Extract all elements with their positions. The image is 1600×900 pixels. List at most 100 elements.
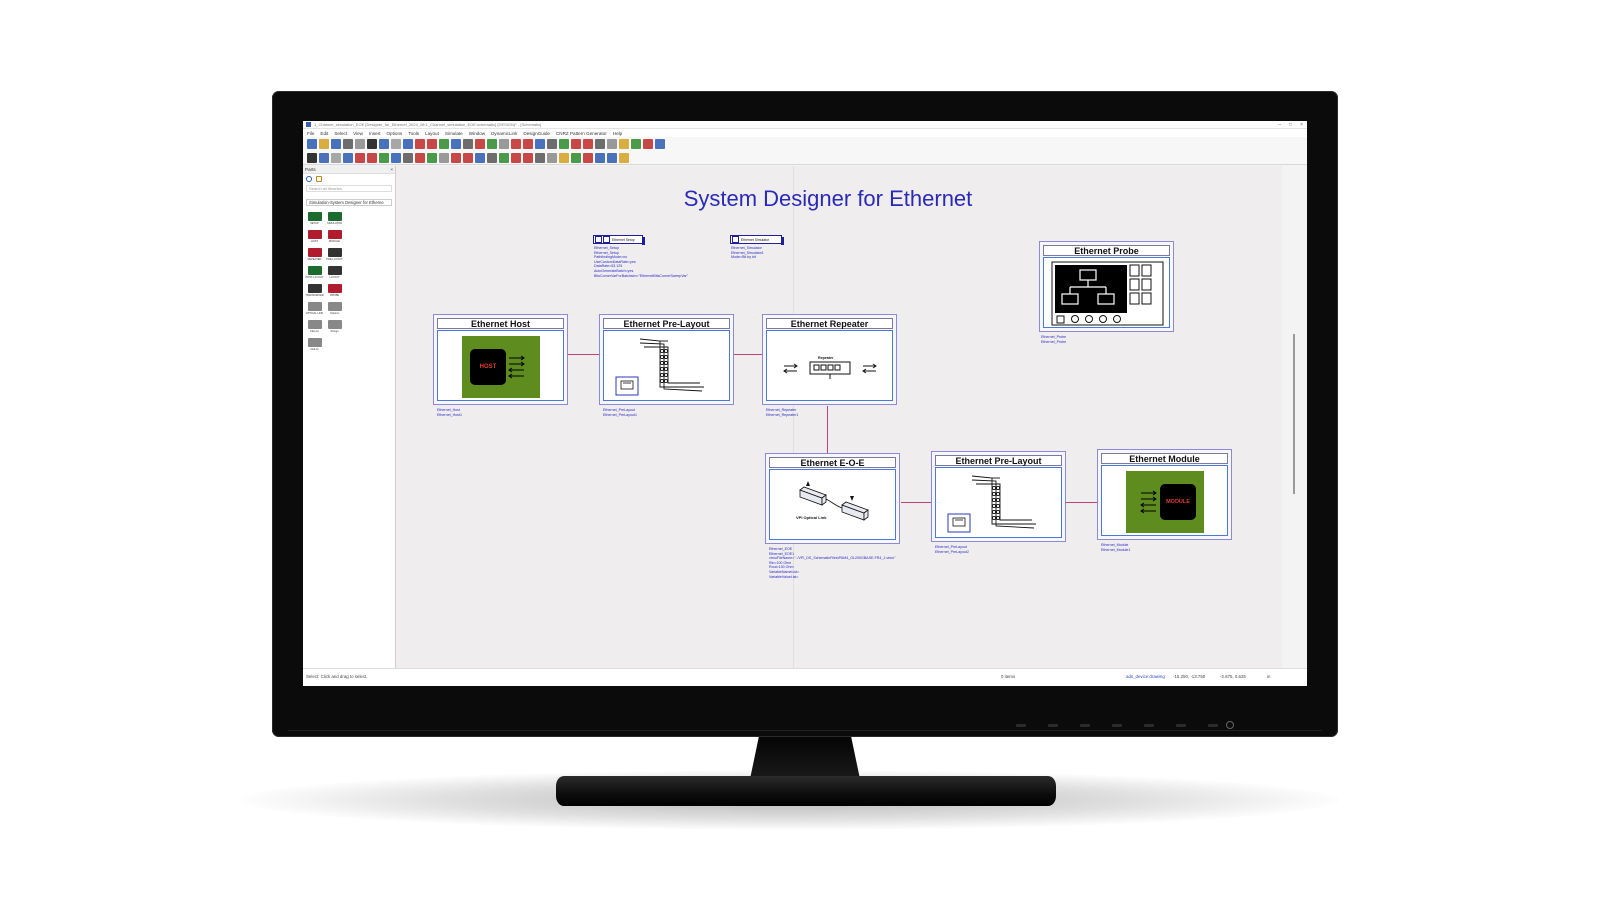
toolbar-tool-icon[interactable] <box>367 139 377 149</box>
menu-options[interactable]: Options <box>386 130 403 136</box>
toolbar-tool-icon[interactable] <box>463 139 473 149</box>
prelayout-parameters-1[interactable]: Ethernet_PreLayout Ethernet_PreLayout1 <box>603 408 637 417</box>
toolbar-tool-icon[interactable] <box>655 139 665 149</box>
toolbar-tool-icon[interactable] <box>403 139 413 149</box>
ethernet-module-block[interactable]: Ethernet Module MODULE <box>1097 449 1232 540</box>
toolbar-tool-icon[interactable] <box>583 152 593 163</box>
toolbar-tool-icon[interactable] <box>511 152 521 163</box>
palette-item-module[interactable]: MODULE <box>326 230 343 245</box>
toolbar-tool-icon[interactable] <box>595 152 605 163</box>
toolbar-tool-icon[interactable] <box>559 152 569 163</box>
palette-item-probe[interactable]: PROBE <box>326 284 343 299</box>
ethernet-eoe-block[interactable]: Ethernet E-O-E <box>765 453 900 544</box>
toolbar-tool-icon[interactable] <box>307 152 317 163</box>
menu-window[interactable]: Window <box>468 130 486 136</box>
toolbar-tool-icon[interactable] <box>559 139 569 149</box>
minimize-button[interactable]: – <box>1278 122 1282 128</box>
toolbar-tool-icon[interactable] <box>439 139 449 149</box>
ethernet-host-block[interactable]: Ethernet Host HOST <box>433 314 568 405</box>
palette-item-options[interactable]: Options <box>326 302 343 317</box>
toolbar-tool-icon[interactable] <box>511 139 521 149</box>
toolbar-tool-icon[interactable] <box>451 152 461 163</box>
palette-item-setup[interactable]: SETUP <box>306 212 323 227</box>
palette-item-host[interactable]: HOST <box>306 230 323 245</box>
toolbar-tool-icon[interactable] <box>475 152 485 163</box>
palette-item-layout[interactable]: LAYOUT <box>326 266 343 281</box>
library-select[interactable]: Simulation-System Designer for Etherne <box>306 199 392 206</box>
palette-item-pre-layout[interactable]: PRE-LAYOUT <box>326 248 343 263</box>
toolbar-tool-icon[interactable] <box>307 139 317 149</box>
library-icon[interactable] <box>316 176 322 182</box>
ethernet-prelayout-block-2[interactable]: Ethernet Pre-Layout <box>931 451 1066 542</box>
toolbar-tool-icon[interactable] <box>427 152 437 163</box>
toolbar-tool-icon[interactable] <box>391 152 401 163</box>
toolbar-tool-icon[interactable] <box>643 139 653 149</box>
palette-item-simulator[interactable]: SIMULATOR <box>326 212 343 227</box>
history-icon[interactable] <box>306 176 312 182</box>
menu-file[interactable]: File <box>307 130 315 136</box>
toolbar-tool-icon[interactable] <box>343 152 353 163</box>
palette-item-netlist[interactable]: NetList <box>306 338 323 353</box>
palette-item-post-layout[interactable]: POST-LAYOUT <box>306 266 323 281</box>
toolbar-tool-icon[interactable] <box>619 139 629 149</box>
ethernet-repeater-block[interactable]: Ethernet Repeater Repeater <box>762 314 897 405</box>
toolbar-tool-icon[interactable] <box>571 139 581 149</box>
close-button[interactable]: × <box>1300 122 1303 128</box>
toolbar-tool-icon[interactable] <box>523 152 533 163</box>
toolbar-tool-icon[interactable] <box>391 139 401 149</box>
ethernet-probe-block[interactable]: Ethernet Probe <box>1039 241 1174 332</box>
toolbar-tool-icon[interactable] <box>415 152 425 163</box>
palette-item-transceiver[interactable]: TRANSCEIVER <box>305 284 324 299</box>
toolbar-tool-icon[interactable] <box>427 139 437 149</box>
close-icon[interactable]: × <box>390 167 393 172</box>
toolbar-tool-icon[interactable] <box>607 139 617 149</box>
repeater-parameters[interactable]: Ethernet_Repeater Ethernet_Repeater1 <box>766 408 799 417</box>
toolbar-tool-icon[interactable] <box>415 139 425 149</box>
toolbar-tool-icon[interactable] <box>535 152 545 163</box>
toolbar-tool-icon[interactable] <box>403 152 413 163</box>
toolbar-tool-icon[interactable] <box>343 139 353 149</box>
toolbar-tool-icon[interactable] <box>463 152 473 163</box>
toolbar-tool-icon[interactable] <box>451 139 461 149</box>
prelayout-parameters-2[interactable]: Ethernet_PreLayout Ethernet_PreLayout2 <box>935 545 969 554</box>
ethernet-simulator-component[interactable]: Ethernet Simulator <box>730 235 784 245</box>
toolbar-tool-icon[interactable] <box>583 139 593 149</box>
vertical-scrollbar[interactable] <box>1293 334 1295 494</box>
toolbar-tool-icon[interactable] <box>355 139 365 149</box>
palette-item-filelist[interactable]: FileList <box>306 320 323 335</box>
toolbar-tool-icon[interactable] <box>571 152 581 163</box>
toolbar-tool-icon[interactable] <box>523 139 533 149</box>
toolbar-tool-icon[interactable] <box>619 152 629 163</box>
setup-parameters[interactable]: Ethernet_Setup Ethernet_Setup Pathfindin… <box>594 246 688 278</box>
palette-item-strings[interactable]: Strings <box>326 320 343 335</box>
schematic-canvas[interactable]: System Designer for Ethernet Ethernet Se… <box>396 166 1282 668</box>
toolbar-tool-icon[interactable] <box>535 139 545 149</box>
maximize-button[interactable]: □ <box>1289 122 1293 128</box>
palette-item-optical-link[interactable]: OPTICAL LINK <box>306 302 323 317</box>
module-parameters[interactable]: Ethernet_Module Ethernet_Module1 <box>1101 543 1131 552</box>
menu-tools[interactable]: Tools <box>408 130 420 136</box>
toolbar-tool-icon[interactable] <box>367 152 377 163</box>
toolbar-tool-icon[interactable] <box>379 152 389 163</box>
toolbar-tool-icon[interactable] <box>355 152 365 163</box>
toolbar-tool-icon[interactable] <box>487 152 497 163</box>
parts-search-input[interactable]: Search all libraries <box>306 185 392 192</box>
menu-layout[interactable]: Layout <box>425 130 439 136</box>
menu-help[interactable]: Help <box>612 130 623 136</box>
toolbar-tool-icon[interactable] <box>487 139 497 149</box>
toolbar-tool-icon[interactable] <box>439 152 449 163</box>
toolbar-tool-icon[interactable] <box>475 139 485 149</box>
eoe-parameters[interactable]: Ethernet_EOE Ethernet_EOE1 vtmuFileName=… <box>769 547 896 579</box>
simulator-parameters[interactable]: Ethernet_Simulator Ethernet_Simulator1 M… <box>731 246 764 260</box>
probe-parameters[interactable]: Ethernet_Probe Ethernet_Probe <box>1041 335 1067 344</box>
toolbar-tool-icon[interactable] <box>331 152 341 163</box>
menu-simulate[interactable]: Simulate <box>444 130 463 136</box>
toolbar-tool-icon[interactable] <box>499 139 509 149</box>
toolbar-tool-icon[interactable] <box>331 139 341 149</box>
host-parameters[interactable]: Ethernet_Host Ethernet_Host1 <box>437 408 462 417</box>
menu-insert[interactable]: Insert <box>368 130 381 136</box>
menu-edit[interactable]: Edit <box>320 130 329 136</box>
toolbar-tool-icon[interactable] <box>547 139 557 149</box>
toolbar-tool-icon[interactable] <box>319 139 329 149</box>
menu-dynamiclink[interactable]: DynamicLink <box>491 130 518 136</box>
